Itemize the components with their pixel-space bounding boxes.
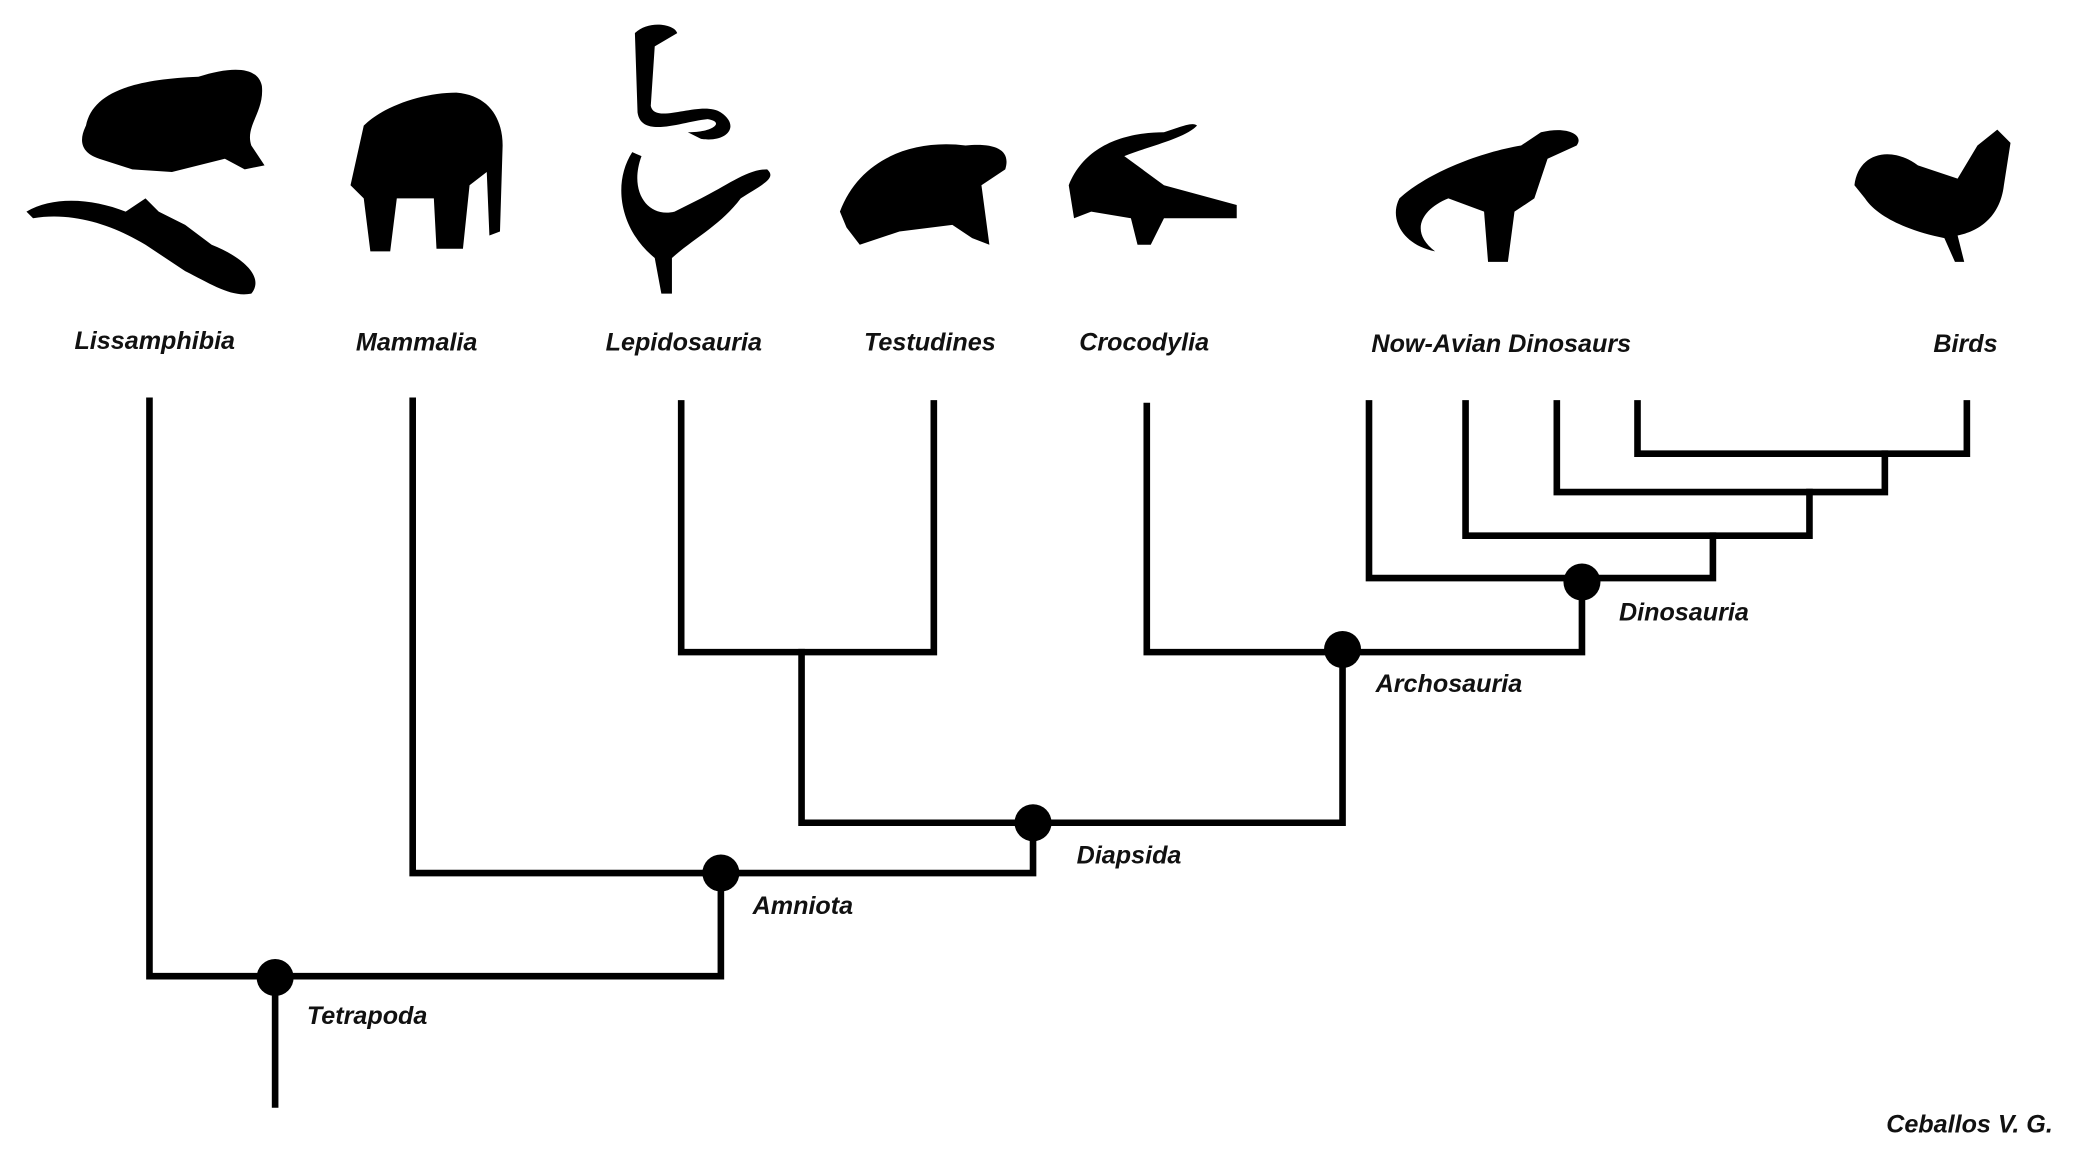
author-credit: Ceballos V. G. [1886, 1110, 2053, 1138]
taxon-label: Birds [1933, 330, 1997, 358]
tree-branches [146, 397, 1971, 1108]
rooster-silhouette-icon [1854, 129, 2011, 262]
node-label-archosauria: Archosauria [1375, 670, 1523, 698]
node-amniota-dot [702, 854, 740, 892]
taxon-label: Lepidosauria [606, 329, 762, 357]
theropod-silhouette-icon [1395, 130, 1579, 262]
node-archosauria-dot [1324, 630, 1362, 668]
elephant-silhouette-icon [350, 92, 503, 252]
node-dinosauria-dot [1563, 563, 1601, 601]
node-label-dinosauria: Dinosauria [1619, 598, 1749, 626]
gecko-silhouette-icon [26, 198, 256, 295]
turtle-silhouette-icon [839, 144, 1007, 245]
taxon-label: Now-Avian Dinosaurs [1371, 330, 1631, 358]
lizard-silhouette-icon [621, 152, 771, 294]
node-tetrapoda-dot [256, 958, 294, 997]
taxon-label: Testudines [864, 329, 996, 357]
taxon-label: Lissamphibia [74, 327, 235, 355]
node-label-tetrapoda: Tetrapoda [307, 1002, 428, 1030]
frog-silhouette-icon [82, 69, 265, 172]
node-label-amniota: Amniota [752, 892, 854, 920]
taxon-label: Crocodylia [1079, 329, 1209, 357]
node-label-diapsida: Diapsida [1077, 842, 1182, 870]
snake-silhouette-icon [634, 24, 731, 140]
node-diapsida-dot [1014, 804, 1052, 842]
taxon-label: Mammalia [356, 329, 478, 357]
crocodile-silhouette-icon [1068, 124, 1237, 245]
